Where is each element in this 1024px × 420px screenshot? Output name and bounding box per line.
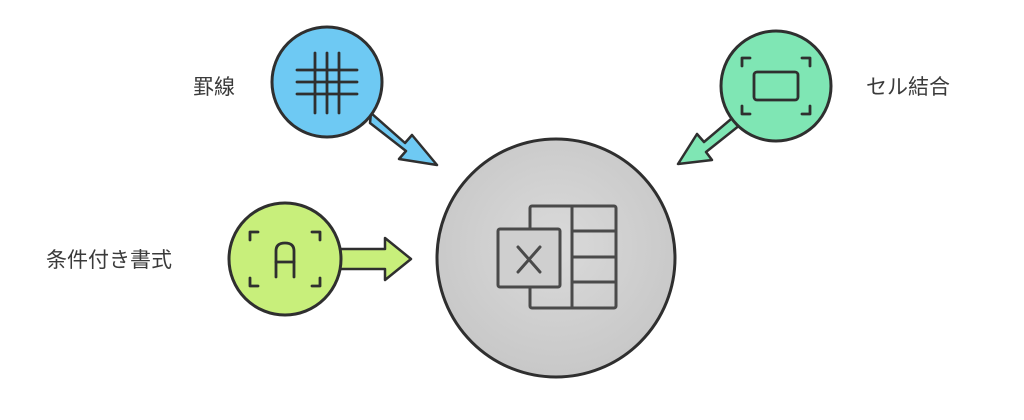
circle-conditional-format [227, 201, 343, 317]
grid-lines-icon [295, 51, 359, 115]
node-conditional-format: 条件付き書式 [46, 201, 413, 317]
label-conditional-format: 条件付き書式 [46, 248, 172, 272]
center-node [435, 137, 677, 379]
label-merge-cells: セル結合 [866, 75, 950, 99]
circle-merge-cells [719, 29, 833, 143]
letter-a-frame-icon [248, 230, 322, 288]
merge-cells-icon [740, 56, 812, 116]
spreadsheet-excel-icon [496, 204, 618, 310]
node-merge-cells: セル結合 [676, 29, 950, 166]
label-borders: 罫線 [193, 75, 235, 99]
node-borders: 罫線 [193, 25, 439, 167]
arrow-borders [368, 111, 439, 167]
